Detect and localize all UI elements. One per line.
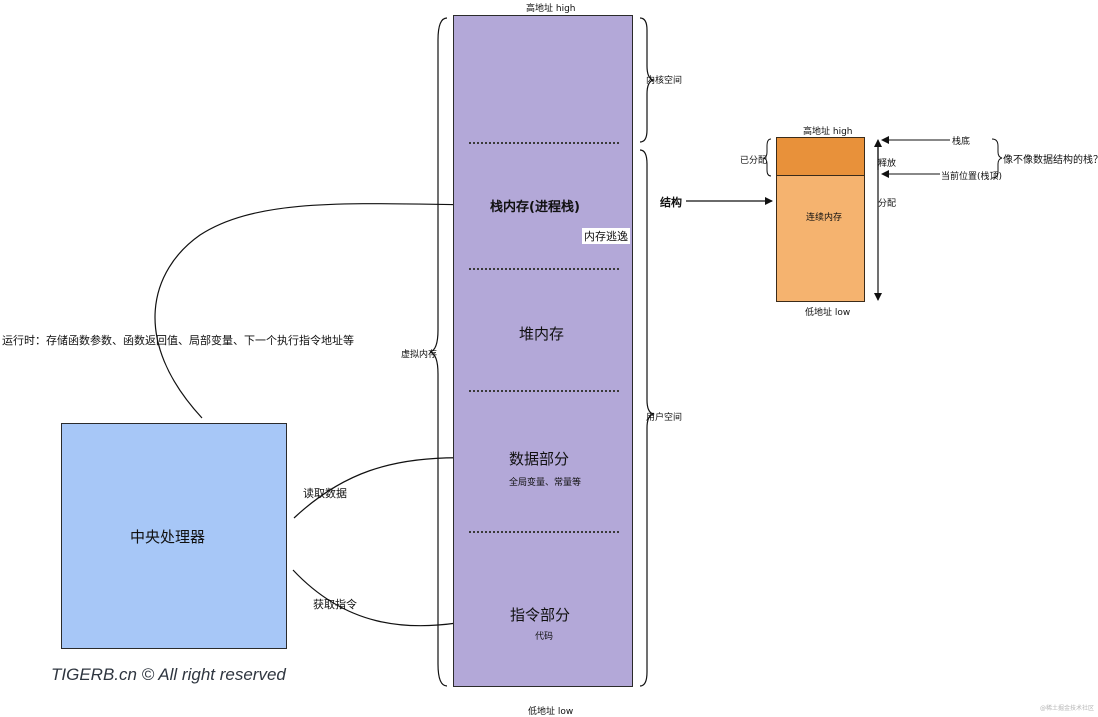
code-section-subtitle: 代码 <box>535 632 554 642</box>
runtime-curve-arrow <box>154 200 487 419</box>
stack-top-label: 高地址 high <box>803 127 853 137</box>
kernel-space-label: 内核空间 <box>646 76 683 86</box>
question-brace <box>991 138 1003 179</box>
cpu-box <box>61 423 287 649</box>
read-data-label: 读取数据 <box>303 487 347 500</box>
stack-heap-divider <box>469 268 619 270</box>
stack-allocated-region <box>777 138 864 176</box>
allocated-brace <box>762 138 772 177</box>
release-label: 释放 <box>878 159 897 169</box>
memory-escape-label: 内存逃逸 <box>582 228 630 244</box>
code-section-title: 指令部分 <box>510 606 571 624</box>
data-code-divider <box>469 531 619 533</box>
continuous-memory-label: 连续内存 <box>806 213 843 223</box>
memory-bottom-label: 低地址 low <box>528 707 574 717</box>
heap-data-divider <box>469 390 619 392</box>
allocate-label: 分配 <box>878 199 897 209</box>
runtime-note: 运行时：存储函数参数、函数返回值、局部变量、下一个执行指令地址等 <box>2 334 354 347</box>
read-data-arrow <box>293 453 473 519</box>
stack-question-label: 像不像数据结构的栈？ <box>1003 155 1098 166</box>
watermark: TIGERB.cn © All right reserved <box>51 665 286 684</box>
corner-watermark: @稀土掘金技术社区 <box>1039 705 1094 712</box>
virtual-memory-brace <box>429 17 448 687</box>
structure-label: 结构 <box>660 196 682 209</box>
virtual-memory-column <box>453 15 633 687</box>
stack-memory-title: 栈内存(进程栈) <box>490 200 580 215</box>
current-position-label: 当前位置(栈顶) <box>941 172 1003 182</box>
allocated-label: 已分配 <box>740 156 768 166</box>
data-section-title: 数据部分 <box>509 450 570 468</box>
user-space-label: 用户空间 <box>646 413 683 423</box>
virtual-memory-label: 虚拟内存 <box>401 350 438 360</box>
stack-bottom-label: 栈底 <box>952 137 971 147</box>
cpu-label: 中央处理器 <box>130 528 206 546</box>
kernel-user-divider <box>469 142 619 144</box>
fetch-instruction-label: 获取指令 <box>313 598 357 611</box>
memory-top-label: 高地址 high <box>526 4 576 14</box>
kernel-space-brace <box>639 17 655 143</box>
user-space-brace <box>639 149 655 687</box>
stack-bottom-address-label: 低地址 low <box>805 308 851 318</box>
stack-block <box>776 137 865 302</box>
data-section-subtitle: 全局变量、常量等 <box>509 478 582 488</box>
heap-memory-title: 堆内存 <box>519 325 565 343</box>
